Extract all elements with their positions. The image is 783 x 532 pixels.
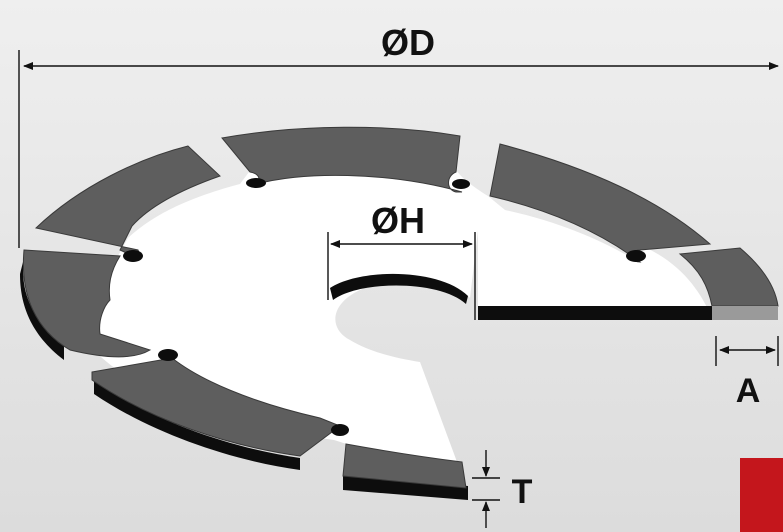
segment-height-label: A xyxy=(736,372,761,410)
segment-right xyxy=(678,247,779,307)
segment-sides xyxy=(20,258,712,500)
segment-cut-face xyxy=(712,306,778,320)
gullet-slots xyxy=(123,178,646,436)
segment-lower-left xyxy=(91,357,342,457)
red-accent-block xyxy=(740,458,783,532)
outer-diameter-dimension xyxy=(18,50,779,248)
thickness-dimension xyxy=(472,450,500,528)
bore-diameter-dimension xyxy=(327,232,476,320)
segment-bottom xyxy=(342,443,467,489)
bore-diameter-label: ØH xyxy=(371,200,425,241)
blade-core xyxy=(83,153,712,470)
thickness-label: T xyxy=(512,473,533,511)
outer-diameter-label: ØD xyxy=(381,22,435,63)
segment-left xyxy=(22,249,152,358)
segment-height-dimension xyxy=(715,336,779,366)
